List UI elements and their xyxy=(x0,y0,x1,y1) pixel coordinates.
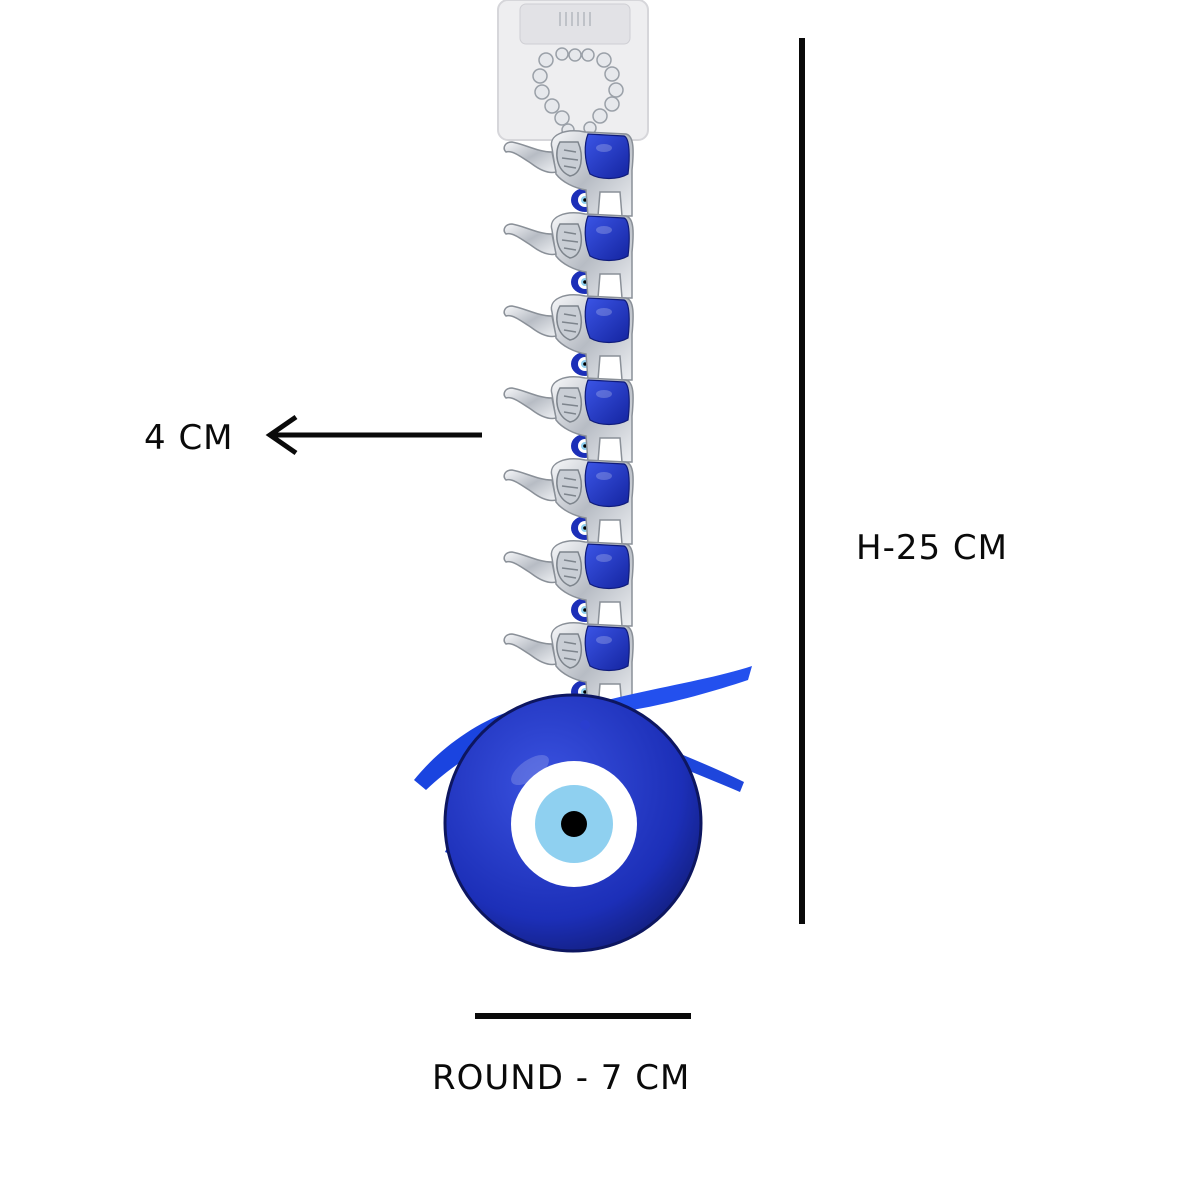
elephant-charm xyxy=(503,212,634,299)
elephant-charm xyxy=(503,130,634,217)
elephant-charm xyxy=(503,294,634,381)
width-dimension-label: 4 CM xyxy=(144,418,234,458)
elephant-charms xyxy=(503,130,634,709)
elephant-charm xyxy=(503,376,634,463)
round-dimension-line xyxy=(475,1013,691,1019)
height-dimension-label: H-25 CM xyxy=(856,528,1008,568)
height-dimension-line xyxy=(799,38,805,924)
elephant-charm xyxy=(503,540,634,627)
hanging-hook xyxy=(497,0,649,141)
left-arrow-icon xyxy=(265,414,482,456)
elephant-charm xyxy=(503,458,634,545)
evil-eye-charm xyxy=(443,693,703,953)
bead-chain xyxy=(532,47,624,146)
round-dimension-label: ROUND - 7 CM xyxy=(432,1058,691,1098)
